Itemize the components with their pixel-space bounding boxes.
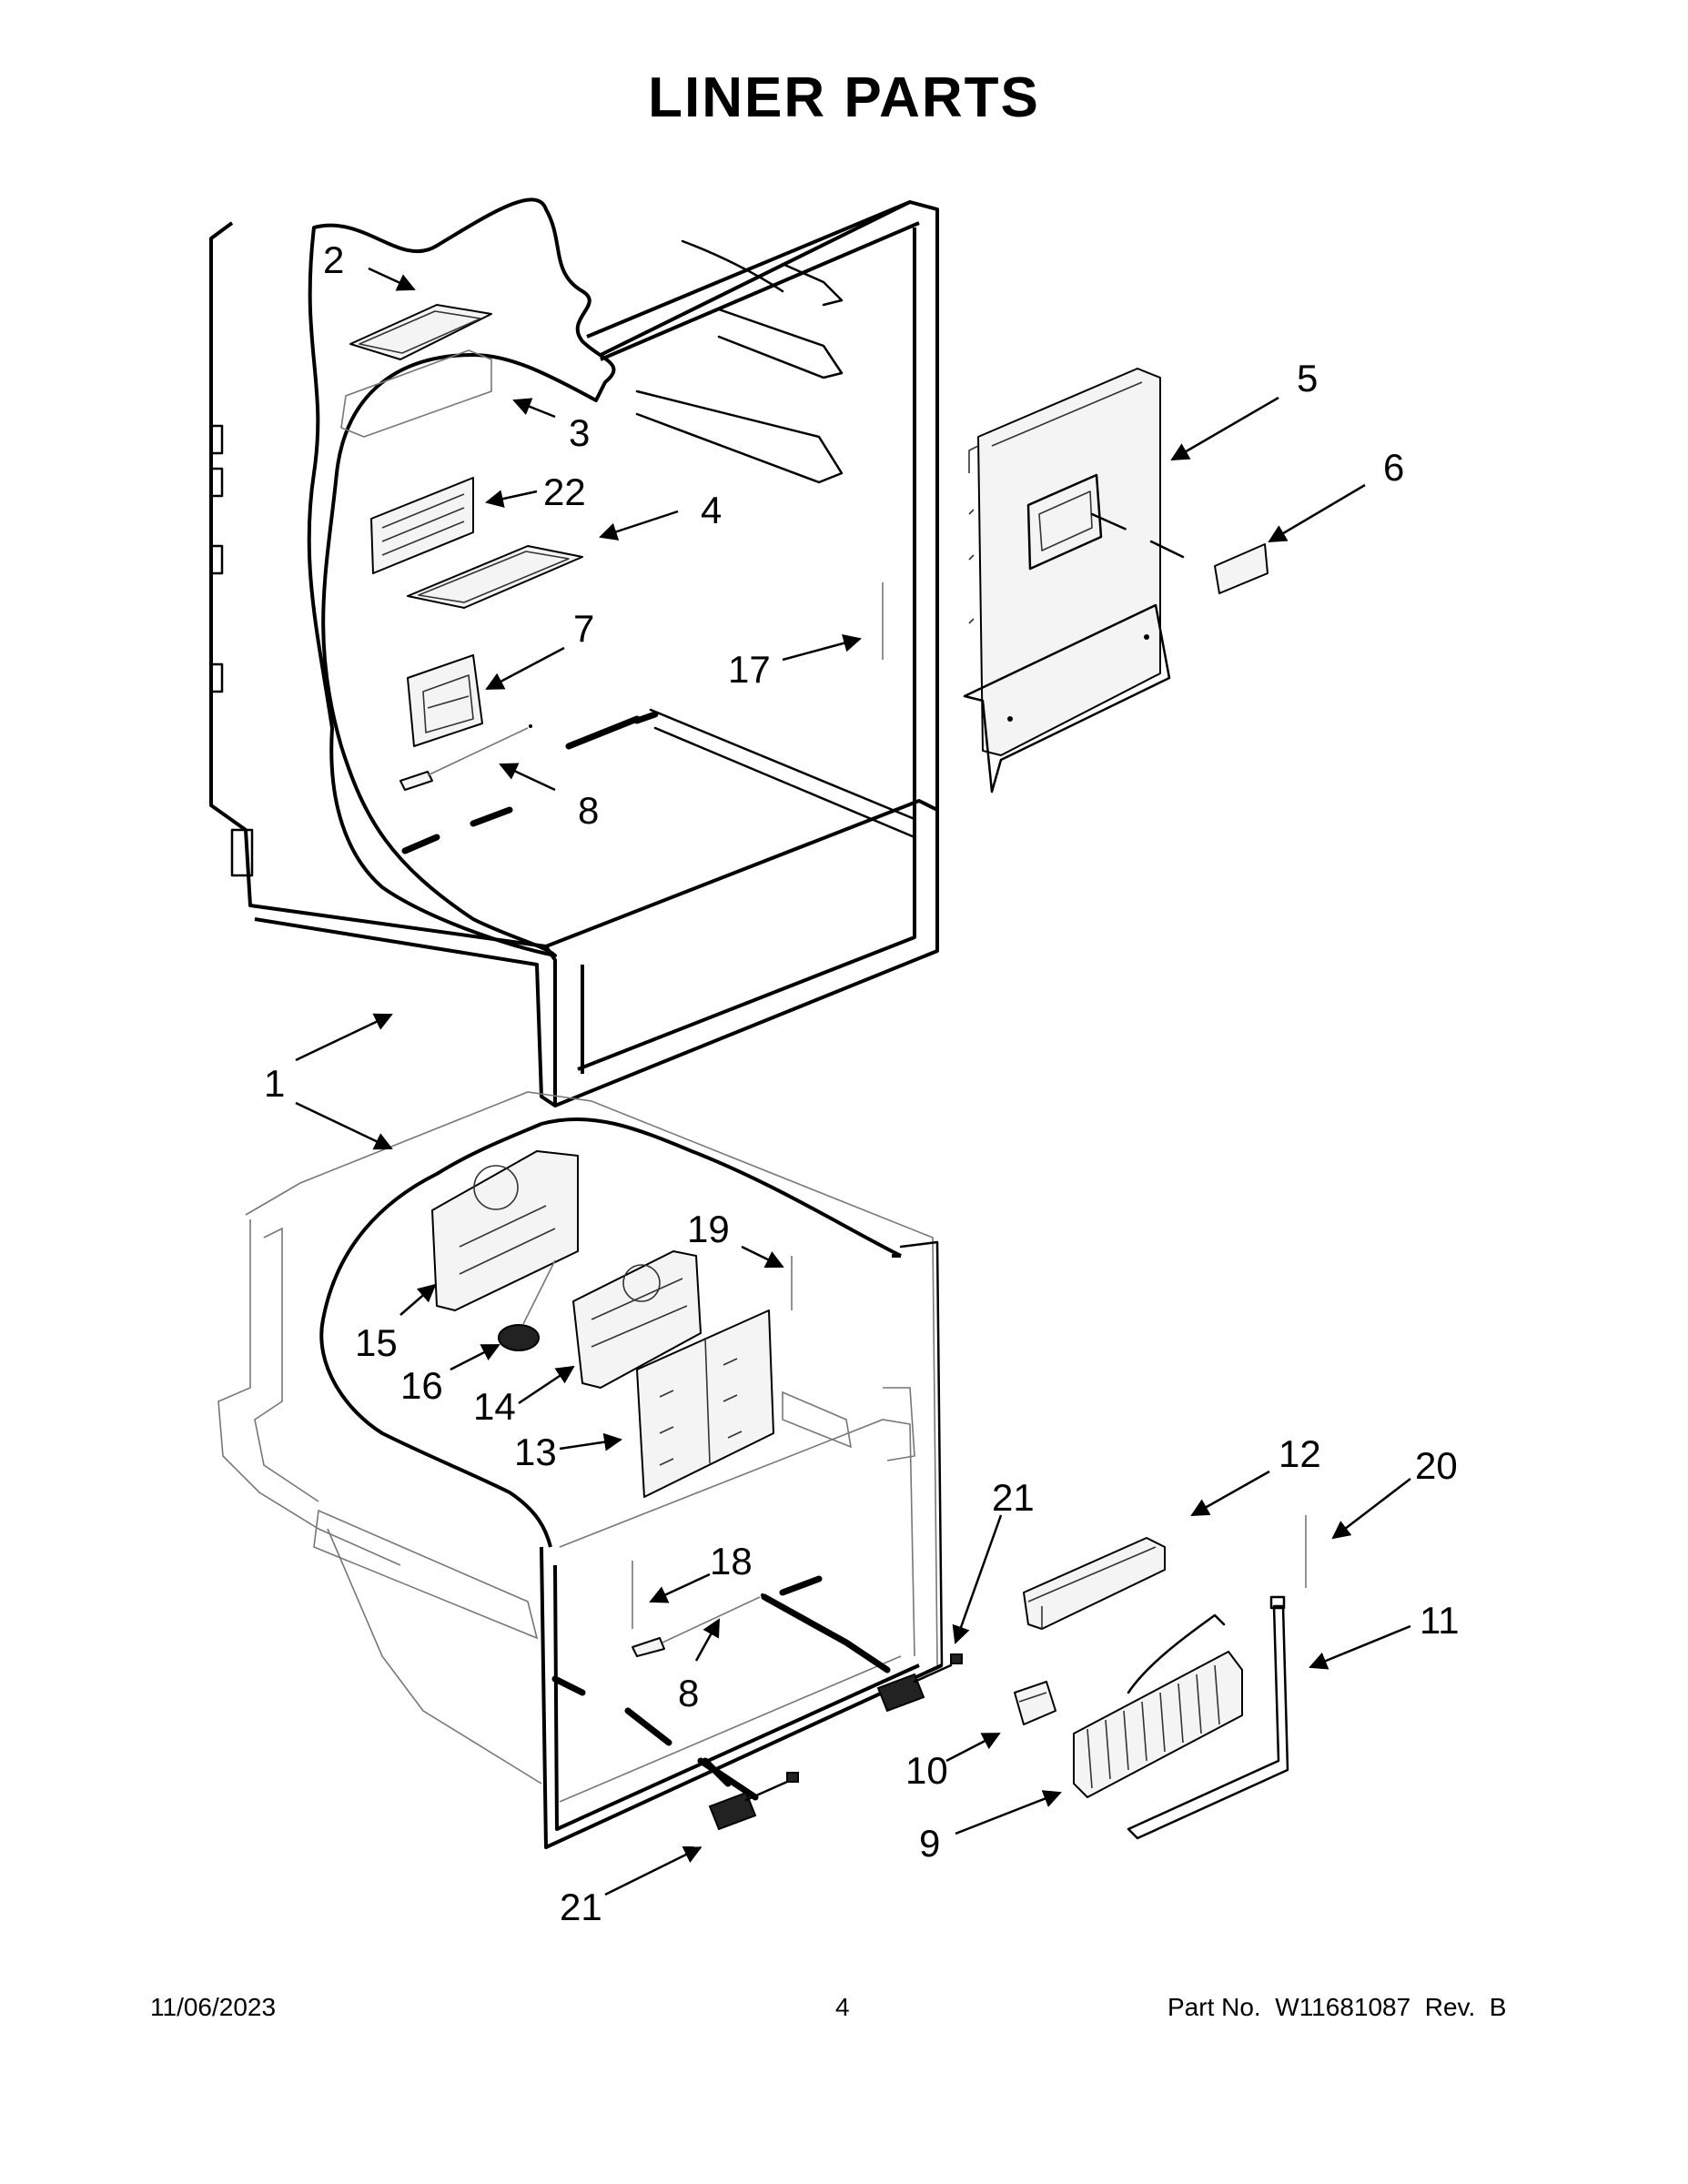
callout-19: 19	[687, 1208, 730, 1250]
callout-9: 9	[919, 1822, 940, 1865]
callout-18: 18	[710, 1540, 753, 1582]
fresh-food-liner	[209, 200, 939, 1107]
part-8-sensor-upper	[399, 724, 532, 791]
callout-5: 5	[1297, 357, 1318, 399]
callout-2: 2	[323, 238, 344, 281]
part-14-evaporator-cover	[572, 1250, 702, 1389]
part-6-cover	[1090, 512, 1269, 594]
part-2-light-cover	[349, 304, 492, 360]
callout-22: 22	[543, 470, 586, 513]
part-11-defrost-heater	[1127, 1595, 1289, 1840]
liner-side-brackets	[209, 424, 254, 877]
callout-4: 4	[701, 489, 722, 531]
part-3-lens	[340, 349, 492, 438]
callout-labels: 2 3 22 4 7 17 8 5 6 1 19 15 16 14 13 12 …	[264, 238, 1460, 1928]
part-22-grille	[370, 477, 474, 574]
footer-page-number: 4	[835, 1993, 850, 2021]
callout-13: 13	[514, 1431, 557, 1473]
part-16-fan	[498, 1259, 556, 1351]
freezer-gasket-outline	[319, 1117, 902, 1548]
part-12-drain-trough	[1023, 1537, 1166, 1630]
callout-6: 6	[1383, 446, 1404, 489]
part-10-defrost-terminator	[1014, 1681, 1056, 1725]
callout-7: 7	[573, 607, 594, 650]
page-title: LINER PARTS	[648, 66, 1040, 129]
part-9-evaporator	[1073, 1613, 1243, 1798]
part-8-sensor-lower	[632, 1593, 764, 1657]
callout-8-lower: 8	[678, 1672, 699, 1714]
part-21-heater-lower	[702, 1757, 799, 1831]
part-4-gasket	[407, 545, 583, 609]
callout-3: 3	[569, 411, 590, 454]
part-13-rear-panel	[636, 1309, 774, 1498]
callout-8-upper: 8	[578, 789, 599, 832]
callout-arrows	[295, 267, 1411, 1896]
part-21-heater-upper	[876, 1653, 963, 1713]
freezer-liner	[217, 1091, 944, 1849]
cutaway-outline	[307, 197, 616, 957]
callout-21-upper: 21	[992, 1476, 1035, 1519]
callout-15: 15	[355, 1321, 398, 1364]
callout-14: 14	[473, 1385, 516, 1428]
footer-date: 11/06/2023	[150, 1993, 277, 2021]
part-7-housing	[407, 654, 483, 747]
callout-16: 16	[400, 1364, 443, 1407]
callout-11: 11	[1420, 1599, 1460, 1642]
callout-12: 12	[1279, 1432, 1321, 1475]
footer-part-number: Part No. W11681087 Rev. B	[1167, 1993, 1507, 2021]
part-15-fan-shroud	[431, 1150, 579, 1311]
callout-21-lower: 21	[560, 1886, 602, 1928]
callout-10: 10	[905, 1749, 948, 1792]
part-5-dispenser-panel	[963, 368, 1171, 794]
callout-20: 20	[1415, 1444, 1458, 1487]
callout-1: 1	[264, 1062, 285, 1105]
callout-17: 17	[728, 648, 771, 691]
